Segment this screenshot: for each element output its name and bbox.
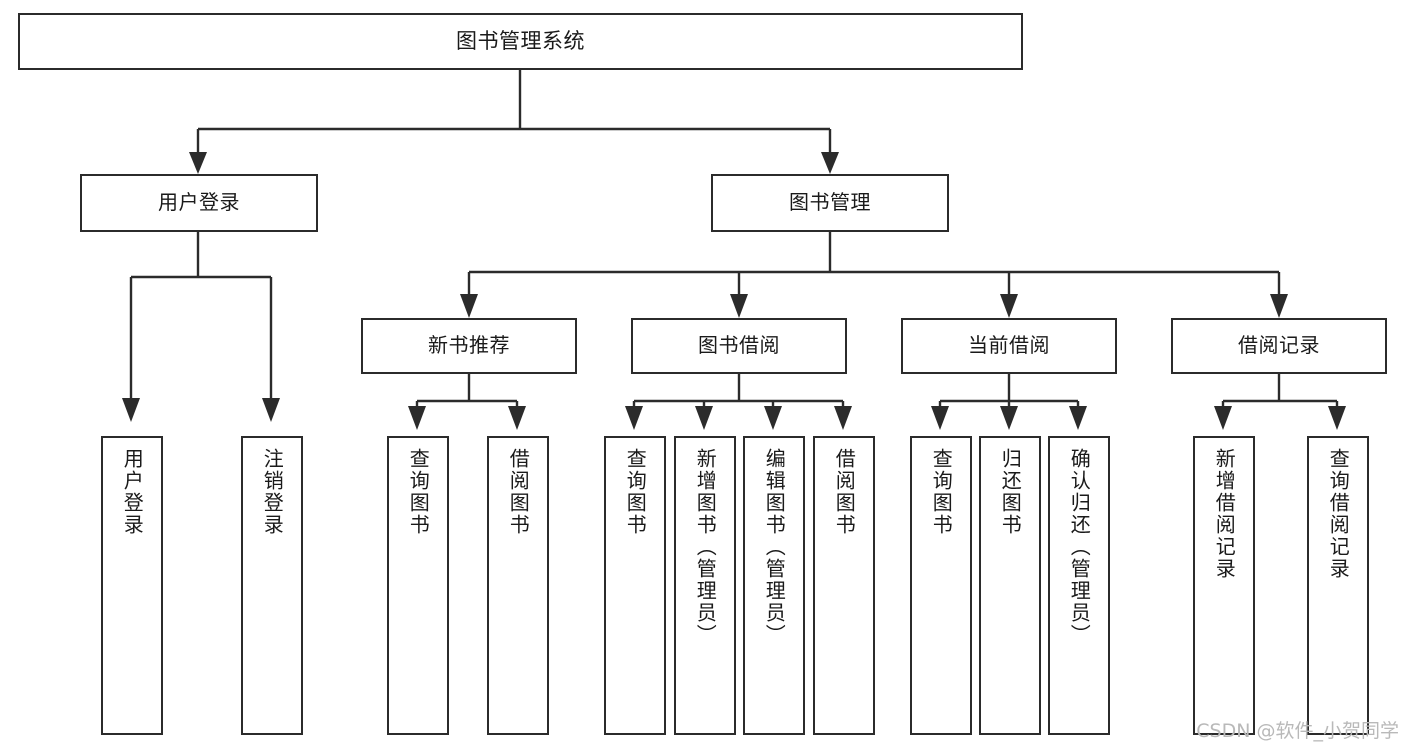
arrow-leaf-return-book — [1000, 406, 1018, 430]
node-leaf-borrow-book-1[interactable]: 借阅图书 — [487, 436, 549, 735]
node-leaf-query-book-3-label: 查询图书 — [929, 448, 954, 536]
arrow-leaf-query-book-2 — [625, 406, 643, 430]
arrow-leaf-add-record — [1214, 406, 1232, 430]
node-leaf-query-book-1[interactable]: 查询图书 — [387, 436, 449, 735]
arrow-leaf-user-logout — [262, 398, 280, 422]
node-user-login-label: 用户登录 — [158, 190, 240, 215]
node-new-book-recommend[interactable]: 新书推荐 — [361, 318, 577, 374]
node-leaf-add-record-label: 新增借阅记录 — [1212, 448, 1237, 580]
arrow-leaf-borrow-book-2 — [834, 406, 852, 430]
arrow-leaf-query-book-3 — [931, 406, 949, 430]
node-book-borrow-label: 图书借阅 — [698, 333, 780, 358]
node-leaf-add-book[interactable]: 新增图书（管理员） — [674, 436, 736, 735]
arrow-leaf-add-book — [695, 406, 713, 430]
node-book-manage-label: 图书管理 — [789, 190, 871, 215]
node-leaf-user-login[interactable]: 用户登录 — [101, 436, 163, 735]
node-current-borrow[interactable]: 当前借阅 — [901, 318, 1117, 374]
arrow-leaf-confirm-return — [1069, 406, 1087, 430]
node-leaf-borrow-book-2[interactable]: 借阅图书 — [813, 436, 875, 735]
arrow-leaf-user-login — [122, 398, 140, 422]
node-leaf-query-book-2-label: 查询图书 — [623, 448, 648, 536]
node-leaf-confirm-return[interactable]: 确认归还（管理员） — [1048, 436, 1110, 735]
node-leaf-user-logout[interactable]: 注销登录 — [241, 436, 303, 735]
node-root-label: 图书管理系统 — [456, 29, 585, 54]
node-leaf-confirm-return-label: 确认归还（管理员） — [1067, 448, 1092, 646]
node-root[interactable]: 图书管理系统 — [18, 13, 1023, 70]
arrow-book-borrow — [730, 294, 748, 318]
arrow-current-borrow — [1000, 294, 1018, 318]
node-leaf-query-book-3[interactable]: 查询图书 — [910, 436, 972, 735]
node-user-login[interactable]: 用户登录 — [80, 174, 318, 232]
arrow-leaf-edit-book — [764, 406, 782, 430]
node-borrow-record-label: 借阅记录 — [1238, 333, 1320, 358]
node-book-borrow[interactable]: 图书借阅 — [631, 318, 847, 374]
node-leaf-user-login-label: 用户登录 — [120, 448, 145, 536]
node-current-borrow-label: 当前借阅 — [968, 333, 1050, 358]
arrow-leaf-borrow-book-1 — [508, 406, 526, 430]
node-borrow-record[interactable]: 借阅记录 — [1171, 318, 1387, 374]
arrow-borrow-record — [1270, 294, 1288, 318]
arrow-leaf-query-book-1 — [408, 406, 426, 430]
node-leaf-query-book-2[interactable]: 查询图书 — [604, 436, 666, 735]
node-leaf-query-book-1-label: 查询图书 — [406, 448, 431, 536]
node-leaf-add-book-label: 新增图书（管理员） — [693, 448, 718, 646]
node-leaf-edit-book[interactable]: 编辑图书（管理员） — [743, 436, 805, 735]
node-leaf-query-record-label: 查询借阅记录 — [1326, 448, 1351, 580]
node-leaf-borrow-book-2-label: 借阅图书 — [832, 448, 857, 536]
node-leaf-return-book-label: 归还图书 — [998, 448, 1023, 536]
node-book-manage[interactable]: 图书管理 — [711, 174, 949, 232]
arrow-leaf-query-record — [1328, 406, 1346, 430]
node-leaf-borrow-book-1-label: 借阅图书 — [506, 448, 531, 536]
node-leaf-query-record[interactable]: 查询借阅记录 — [1307, 436, 1369, 735]
node-new-book-recommend-label: 新书推荐 — [428, 333, 510, 358]
node-leaf-return-book[interactable]: 归还图书 — [979, 436, 1041, 735]
arrow-new-book-recommend — [460, 294, 478, 318]
node-leaf-user-logout-label: 注销登录 — [260, 448, 285, 536]
node-leaf-edit-book-label: 编辑图书（管理员） — [762, 448, 787, 646]
node-leaf-add-record[interactable]: 新增借阅记录 — [1193, 436, 1255, 735]
arrow-book-manage — [821, 152, 839, 174]
arrow-user-login — [189, 152, 207, 174]
watermark: CSDN @软件_小贺同学 — [1196, 720, 1399, 742]
